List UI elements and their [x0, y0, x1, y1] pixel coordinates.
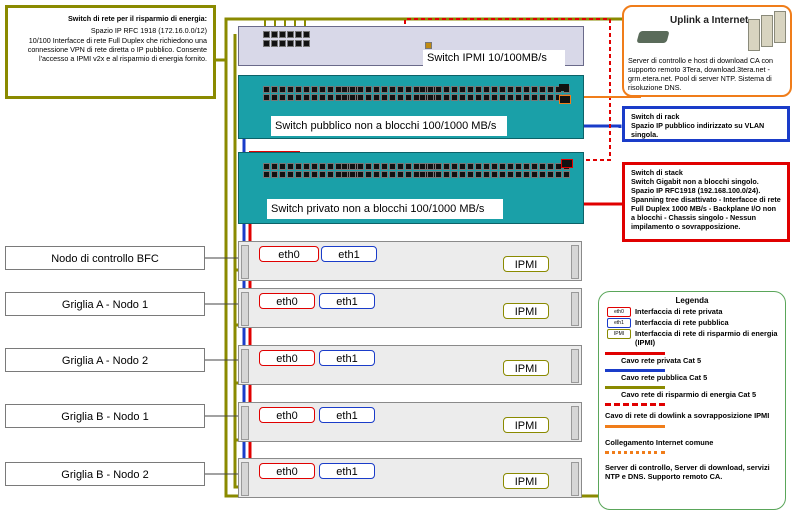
- legend-public-cable: Cavo rete pubblica Cat 5: [621, 373, 708, 382]
- legend-line-energy: [605, 386, 665, 389]
- energy-callout-line1: Spazio IP RFC 1918 (172.16.0.0/12): [90, 26, 207, 35]
- router-icon: [636, 31, 670, 43]
- ipmi-uplink-port: [425, 42, 432, 49]
- legend-chip-ipmi: IPMI: [607, 329, 631, 339]
- grid-b-2-eth1: eth1: [319, 463, 375, 479]
- legend-chip-eth1: eth1: [607, 318, 631, 328]
- bfc-eth0: eth0: [259, 246, 319, 262]
- server-rack-icon: [748, 11, 786, 53]
- grid-b-1-ipmi: IPMI: [503, 417, 549, 433]
- legend-line-private: [605, 352, 665, 355]
- grid-a-2-eth0: eth0: [259, 350, 315, 366]
- public-uplink-module: [559, 84, 569, 91]
- ipmi-downlink-dashed: [404, 18, 611, 161]
- legend-chip-eth0: eth0: [607, 307, 631, 317]
- public-cable-rack: [583, 124, 622, 128]
- private-switch-label: Switch privato non a blocchi 100/1000 MB…: [267, 199, 503, 219]
- server-bfc: eth0 eth1 IPMI: [238, 241, 582, 281]
- grid-b-1-eth1: eth1: [319, 407, 375, 423]
- private-switch: Switch privato non a blocchi 100/1000 MB…: [238, 152, 584, 224]
- private-uplink-module: [561, 159, 573, 168]
- node-label-grid-a-1: Griglia A - Nodo 1: [5, 292, 205, 316]
- legend-servers: Server di controllo, Server di download,…: [605, 463, 770, 481]
- node-label-bfc: Nodo di controllo BFC: [5, 246, 205, 270]
- stack-switch-callout: Switch di stack Switch Gigabit non a blo…: [622, 162, 790, 242]
- grid-a-2-ipmi: IPMI: [503, 360, 549, 376]
- legend-private-if: Interfaccia di rete privata: [635, 307, 723, 316]
- ipmi-switch-label: Switch IPMI 10/100MB/s: [423, 50, 565, 66]
- legend-line-internet: [605, 451, 665, 454]
- bfc-ipmi: IPMI: [503, 256, 549, 272]
- grid-b-2-eth0: eth0: [259, 463, 315, 479]
- uplink-title: Uplink a Internet: [670, 15, 749, 26]
- ipmi-switch-ports: [263, 31, 310, 38]
- grid-a-2-eth1: eth1: [319, 350, 375, 366]
- server-grid-b-2: eth0 eth1 IPMI: [238, 458, 582, 498]
- rack-callout-text: Spazio IP pubblico indirizzato su VLAN s…: [631, 121, 765, 139]
- public-switch: Switch pubblico non a blocchi 100/1000 M…: [238, 75, 584, 139]
- grid-a-1-eth1: eth1: [319, 293, 375, 309]
- stack-callout-title: Switch di stack: [631, 168, 683, 177]
- node-label-grid-a-2: Griglia A - Nodo 2: [5, 348, 205, 372]
- legend-title: Legenda: [675, 296, 709, 305]
- legend-energy-cable: Cavo rete di risparmio di energia Cat 5: [621, 390, 757, 399]
- grid-b-2-ipmi: IPMI: [503, 473, 549, 489]
- node-label-grid-b-1: Griglia B - Nodo 1: [5, 404, 205, 428]
- legend-public-if: Interfaccia di rete pubblica: [635, 318, 729, 327]
- server-grid-a-2: eth0 eth1 IPMI: [238, 345, 582, 385]
- grid-a-1-eth0: eth0: [259, 293, 315, 309]
- public-switch-label: Switch pubblico non a blocchi 100/1000 M…: [271, 116, 507, 136]
- stack-callout-text: Switch Gigabit non a blocchi singolo. Sp…: [631, 177, 781, 231]
- legend-line-public: [605, 369, 665, 372]
- rack-callout-title: Switch di rack: [631, 112, 680, 121]
- legend-downlink: Cavo di rete di dowlink a sovrapposizion…: [605, 411, 770, 420]
- legend-private-cable: Cavo rete privata Cat 5: [621, 356, 702, 365]
- legend-line-downlink: [605, 403, 665, 406]
- bfc-eth1: eth1: [321, 246, 377, 262]
- public-uplink-module-2: [559, 95, 571, 104]
- legend: Legenda eth0 Interfaccia di rete privata…: [598, 291, 786, 510]
- server-grid-b-1: eth0 eth1 IPMI: [238, 402, 582, 442]
- server-grid-a-1: eth0 eth1 IPMI: [238, 288, 582, 328]
- uplink-text: Server di controllo e host di download C…: [628, 56, 774, 92]
- grid-b-1-eth0: eth0: [259, 407, 315, 423]
- grid-a-1-ipmi: IPMI: [503, 303, 549, 319]
- legend-internet: Collegamento Internet comune: [605, 438, 714, 447]
- rack-switch-callout: Switch di rack Spazio IP pubblico indiri…: [622, 106, 790, 142]
- ipmi-switch: Switch IPMI 10/100MB/s: [238, 26, 584, 66]
- energy-callout-title: Switch di rete per il risparmio di energ…: [68, 14, 207, 23]
- legend-line-ipmi-downlink: [605, 425, 665, 428]
- energy-switch-callout: Switch di rete per il risparmio di energ…: [5, 5, 216, 99]
- energy-callout-line2: 10/100 Interfacce di rete Full Duplex ch…: [27, 36, 207, 63]
- node-label-grid-b-2: Griglia B - Nodo 2: [5, 462, 205, 486]
- legend-energy-if: Interfaccia di rete di risparmio di ener…: [635, 329, 778, 347]
- internet-uplink-callout: Uplink a Internet Server di controllo e …: [622, 5, 792, 97]
